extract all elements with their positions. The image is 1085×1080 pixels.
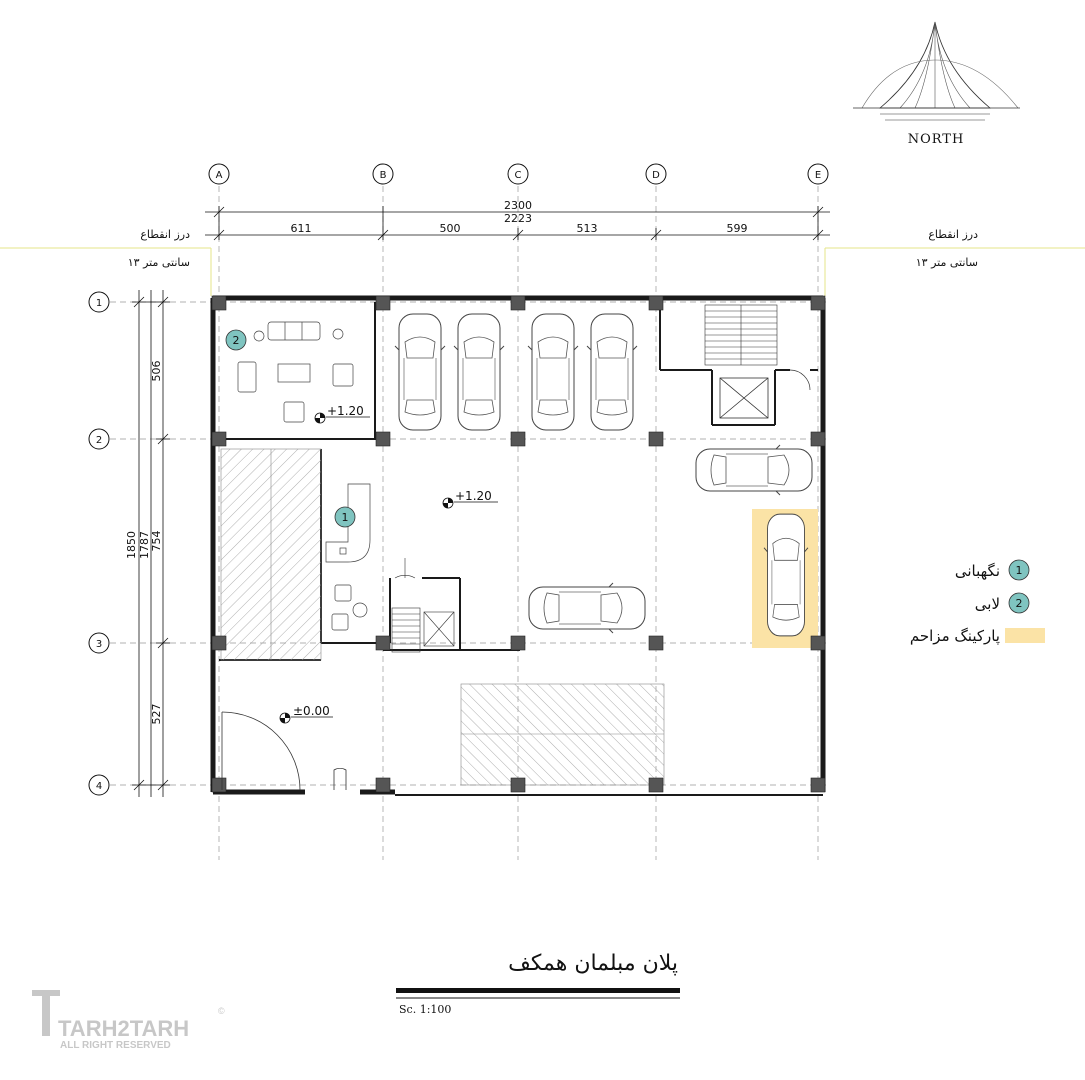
room-marker-guard	[334, 506, 356, 528]
note-right-line2: ۱۳ سانتی متر	[916, 256, 978, 269]
tarh2tarh-logo: TARH2TARH ALL RIGHT RESERVED ©	[32, 990, 225, 1051]
dim-span-34: 527	[150, 704, 163, 725]
waiting-chairs	[331, 584, 368, 631]
hatched-ramp-left	[220, 448, 322, 661]
elevator-shaft	[719, 377, 769, 419]
north-arrow-icon	[853, 21, 1020, 121]
legend-swatch-parking	[1005, 628, 1045, 643]
stair-lower	[391, 558, 455, 653]
car-top-4	[586, 313, 638, 431]
grid-column-bubbles	[208, 163, 829, 185]
car-center-horizontal	[528, 582, 646, 634]
logo-copyright: ©	[218, 1006, 225, 1016]
title-underline	[396, 988, 680, 993]
dim-span-23: 754	[150, 531, 163, 552]
level-lobby: +1.20	[327, 404, 364, 418]
room-marker-lobby	[225, 329, 247, 351]
car-highlighted	[763, 513, 809, 637]
room-marker-lobby-num: 2	[233, 334, 240, 347]
logo-brand: TARH2TARH	[58, 1016, 189, 1041]
level-marker-icon	[442, 497, 498, 509]
dim-span-ab: 611	[291, 222, 312, 235]
grid-row-2: 2	[96, 435, 102, 446]
legend-label-lobby: لابی	[975, 595, 1000, 613]
grid-col-a: A	[216, 170, 223, 181]
grid-col-e: E	[815, 170, 821, 181]
dim-overall-side: 1850	[125, 531, 138, 559]
drawing-scale: Sc. 1:100	[399, 1003, 451, 1016]
grid-row-1: 1	[96, 298, 102, 309]
car-top-1	[394, 313, 446, 431]
stair-door-swing	[789, 369, 811, 391]
grid-col-d: D	[652, 170, 660, 181]
side-dimension-lines	[132, 290, 170, 797]
dim-span-12: 506	[150, 361, 163, 382]
separation-joint-lines	[0, 247, 1085, 296]
dim-span-de: 599	[727, 222, 748, 235]
hatched-ramp-bottom	[460, 683, 665, 786]
dim-inner-side: 1787	[138, 531, 151, 559]
level-parking: +1.20	[455, 489, 492, 503]
note-right-line1: درز انقطاع	[928, 228, 978, 241]
car-right-horizontal	[695, 444, 813, 496]
legend-label-parking: پارکینگ مزاحم	[910, 627, 1000, 646]
legend-label-guard: نگهبانی	[955, 562, 1000, 580]
dim-span-bc: 500	[440, 222, 461, 235]
level-marker-icon	[279, 712, 333, 724]
note-left-line1: درز انقطاع	[140, 228, 190, 241]
level-marker-icon	[314, 412, 370, 424]
dim-span-cd: 513	[577, 222, 598, 235]
level-entrance: ±0.00	[293, 704, 330, 718]
grid-col-b: B	[380, 170, 387, 181]
legend-marker-2	[1008, 592, 1030, 614]
lobby-furniture	[237, 321, 354, 423]
grid-col-c: C	[515, 170, 522, 181]
grid-row-bubbles	[88, 291, 110, 796]
legend: 1 نگهبانی 2 لابی پارکینگ مزاحم	[910, 559, 1045, 646]
top-dimension-lines	[205, 206, 830, 241]
grid-row-4: 4	[96, 781, 102, 792]
legend-num-2: 2	[1016, 597, 1023, 610]
drawing-title: پلان مبلمان همکف	[508, 951, 678, 976]
car-top-2	[453, 313, 505, 431]
stair-upper	[704, 304, 778, 366]
dim-inner-top: 2223	[504, 212, 532, 225]
logo-sub: ALL RIGHT RESERVED	[60, 1040, 171, 1051]
legend-marker-1	[1008, 559, 1030, 581]
north-label: NORTH	[908, 132, 965, 147]
grid-row-3: 3	[96, 639, 102, 650]
note-left-line2: ۱۳ سانتی متر	[128, 256, 190, 269]
room-marker-guard-num: 1	[342, 511, 349, 524]
structural-columns	[211, 295, 826, 793]
entrance-door	[221, 711, 347, 791]
legend-num-1: 1	[1016, 564, 1023, 577]
car-top-3	[527, 313, 579, 431]
dim-overall-top: 2300	[504, 199, 532, 212]
